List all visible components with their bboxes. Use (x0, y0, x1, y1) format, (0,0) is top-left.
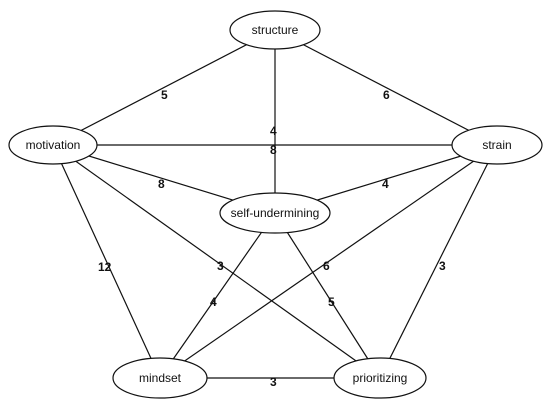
node-motivation: motivation (8, 125, 98, 165)
edge-label-strain-self-undermining: 4 (382, 177, 389, 191)
node-structure: structure (229, 10, 321, 50)
node-prioritizing-label: prioritizing (353, 371, 408, 385)
edge-labels: 5 6 4 8 8 4 12 3 6 3 4 5 3 (98, 88, 446, 389)
node-structure-shape (229, 10, 321, 50)
node-strain-shape (451, 125, 543, 165)
node-motivation-shape (8, 125, 98, 165)
edge-structure-motivation (52, 29, 276, 146)
edge-label-motivation-strain: 4 (270, 124, 277, 138)
node-mindset-label: mindset (139, 371, 182, 385)
node-mindset-shape (112, 357, 208, 399)
edge-label-strain-prioritizing: 3 (439, 259, 446, 273)
node-prioritizing: prioritizing (333, 357, 427, 399)
edge-self-undermining-mindset (159, 212, 276, 379)
edge-label-self-undermining-mindset: 4 (210, 295, 217, 309)
edge-motivation-prioritizing (52, 144, 381, 379)
edge-label-structure-self-undermining: 8 (270, 143, 277, 157)
edge-label-strain-mindset: 6 (323, 259, 330, 273)
node-prioritizing-shape (333, 357, 427, 399)
edge-label-structure-strain: 6 (383, 88, 390, 102)
edge-motivation-mindset (52, 144, 161, 379)
node-structure-label: structure (252, 23, 299, 37)
edge-label-motivation-prioritizing: 3 (217, 259, 224, 273)
node-motivation-label: motivation (26, 138, 81, 152)
node-mindset: mindset (112, 357, 208, 399)
node-strain-label: strain (482, 138, 511, 152)
edge-self-undermining-prioritizing (274, 212, 381, 379)
edge-label-self-undermining-prioritizing: 5 (328, 295, 335, 309)
node-strain: strain (451, 125, 543, 165)
edge-structure-strain (274, 29, 498, 146)
edge-label-structure-motivation: 5 (161, 88, 168, 102)
edge-label-motivation-mindset: 12 (98, 260, 112, 274)
edge-label-motivation-self-undermining: 8 (158, 177, 165, 191)
edge-strain-prioritizing (379, 144, 498, 379)
edge-label-mindset-prioritizing: 3 (270, 375, 277, 389)
node-self-undermining-shape (219, 192, 331, 234)
edge-strain-mindset (159, 144, 498, 379)
node-self-undermining: self-undermining (219, 192, 331, 234)
node-self-undermining-label: self-undermining (231, 206, 320, 220)
